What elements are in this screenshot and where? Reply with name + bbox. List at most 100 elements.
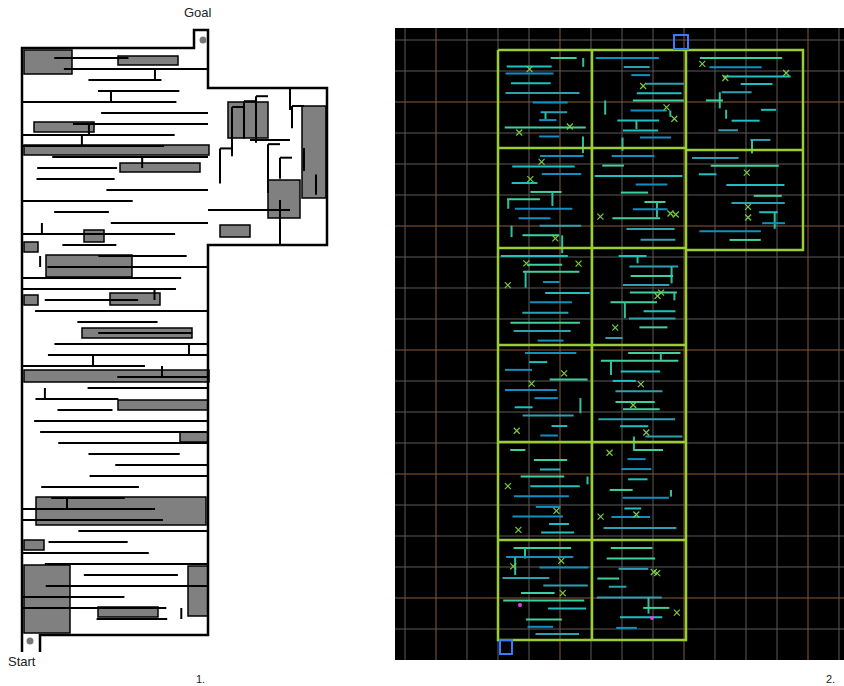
maze-wall: [255, 96, 257, 143]
grid-line: [395, 567, 844, 568]
map-wall: [527, 264, 562, 266]
map-frame: [498, 147, 686, 150]
x-mark: [552, 235, 558, 241]
map-wall: [640, 137, 671, 139]
maze-wall: [88, 124, 90, 135]
map-wall: [529, 361, 547, 363]
map-wall: [507, 199, 509, 209]
maze-wall: [54, 343, 208, 345]
maze-wall: [58, 442, 208, 444]
map-wall: [644, 201, 665, 203]
grid-line: [839, 28, 840, 660]
map-wall: [540, 155, 584, 157]
pink-dot: [518, 603, 522, 607]
map-wall: [530, 301, 572, 303]
map-ground: [395, 28, 844, 660]
maze-wall: [22, 101, 176, 103]
map-frame: [498, 539, 686, 542]
maze-wall: [98, 255, 186, 257]
map-wall: [551, 192, 553, 206]
x-mark: [539, 159, 545, 165]
maze-wall: [111, 222, 208, 224]
map-wall: [513, 515, 563, 517]
x-mark: [783, 70, 789, 76]
map-wall: [602, 165, 624, 167]
grid-line: [436, 28, 437, 660]
maze-wall: [34, 420, 208, 422]
maze-wall: [188, 344, 190, 355]
map-wall: [621, 370, 660, 372]
map-wall: [620, 425, 648, 427]
x-mark: [597, 214, 603, 220]
map-wall: [732, 120, 760, 122]
x-mark: [630, 402, 636, 408]
map-wall: [540, 225, 581, 227]
map-wall: [624, 507, 641, 509]
map-wall: [611, 547, 653, 549]
grid-line: [395, 474, 844, 475]
grid-line: [395, 629, 844, 630]
x-mark: [722, 75, 728, 81]
map-wall: [579, 398, 581, 413]
maze-wall: [98, 332, 192, 334]
map-wall: [761, 109, 776, 111]
x-mark: [633, 511, 639, 517]
map-wall: [515, 406, 533, 408]
grid-line: [395, 505, 844, 506]
map-wall: [506, 73, 554, 75]
map-wall: [511, 226, 513, 237]
grid-line: [395, 536, 844, 537]
maze-wall: [92, 355, 94, 366]
x-mark: [567, 124, 573, 130]
map-wall: [637, 92, 682, 94]
maze-wall: [117, 376, 208, 378]
map-wall: [619, 255, 647, 257]
grey-block: [180, 432, 208, 442]
map-wall: [507, 65, 552, 67]
map-wall: [627, 458, 645, 460]
maze-wall: [22, 552, 149, 554]
map-wall: [646, 435, 683, 437]
x-mark: [527, 176, 533, 182]
map-wall: [515, 208, 572, 210]
map-frame: [498, 247, 686, 250]
map-wall: [596, 57, 659, 59]
maze-wall: [279, 158, 281, 179]
x-mark: [658, 290, 664, 296]
x-mark: [505, 483, 511, 489]
grid-line: [395, 443, 844, 444]
maze-wall: [40, 431, 208, 433]
map-wall: [550, 378, 588, 380]
map-wall: [741, 83, 773, 85]
maze-wall: [220, 147, 232, 149]
map-wall: [630, 110, 666, 112]
maze-wall: [161, 366, 163, 377]
map-wall: [774, 212, 776, 229]
maze-wall: [154, 69, 156, 80]
x-mark: [651, 569, 657, 575]
map-wall: [549, 523, 569, 525]
grid-line: [395, 288, 844, 289]
maze-wall: [62, 244, 116, 246]
maze-wall: [208, 209, 290, 211]
grid-line: [467, 28, 468, 660]
map-wall: [548, 608, 586, 610]
grey-block: [120, 163, 200, 172]
x-mark: [558, 558, 564, 564]
maze-wall: [315, 175, 317, 195]
map-wall: [626, 228, 674, 230]
maze-wall: [73, 123, 208, 125]
map-wall: [561, 235, 563, 253]
map-wall: [641, 239, 676, 241]
maze-wall: [232, 106, 244, 108]
grey-block: [188, 566, 208, 616]
x-mark: [674, 610, 680, 616]
maze-wall: [280, 157, 292, 159]
grid-line: [395, 71, 844, 72]
map-wall: [511, 82, 551, 84]
maze-wall: [45, 563, 208, 565]
grid-line: [746, 28, 747, 660]
maze-left: [22, 30, 327, 652]
grid-line: [395, 40, 844, 41]
maze-wall: [90, 475, 208, 477]
